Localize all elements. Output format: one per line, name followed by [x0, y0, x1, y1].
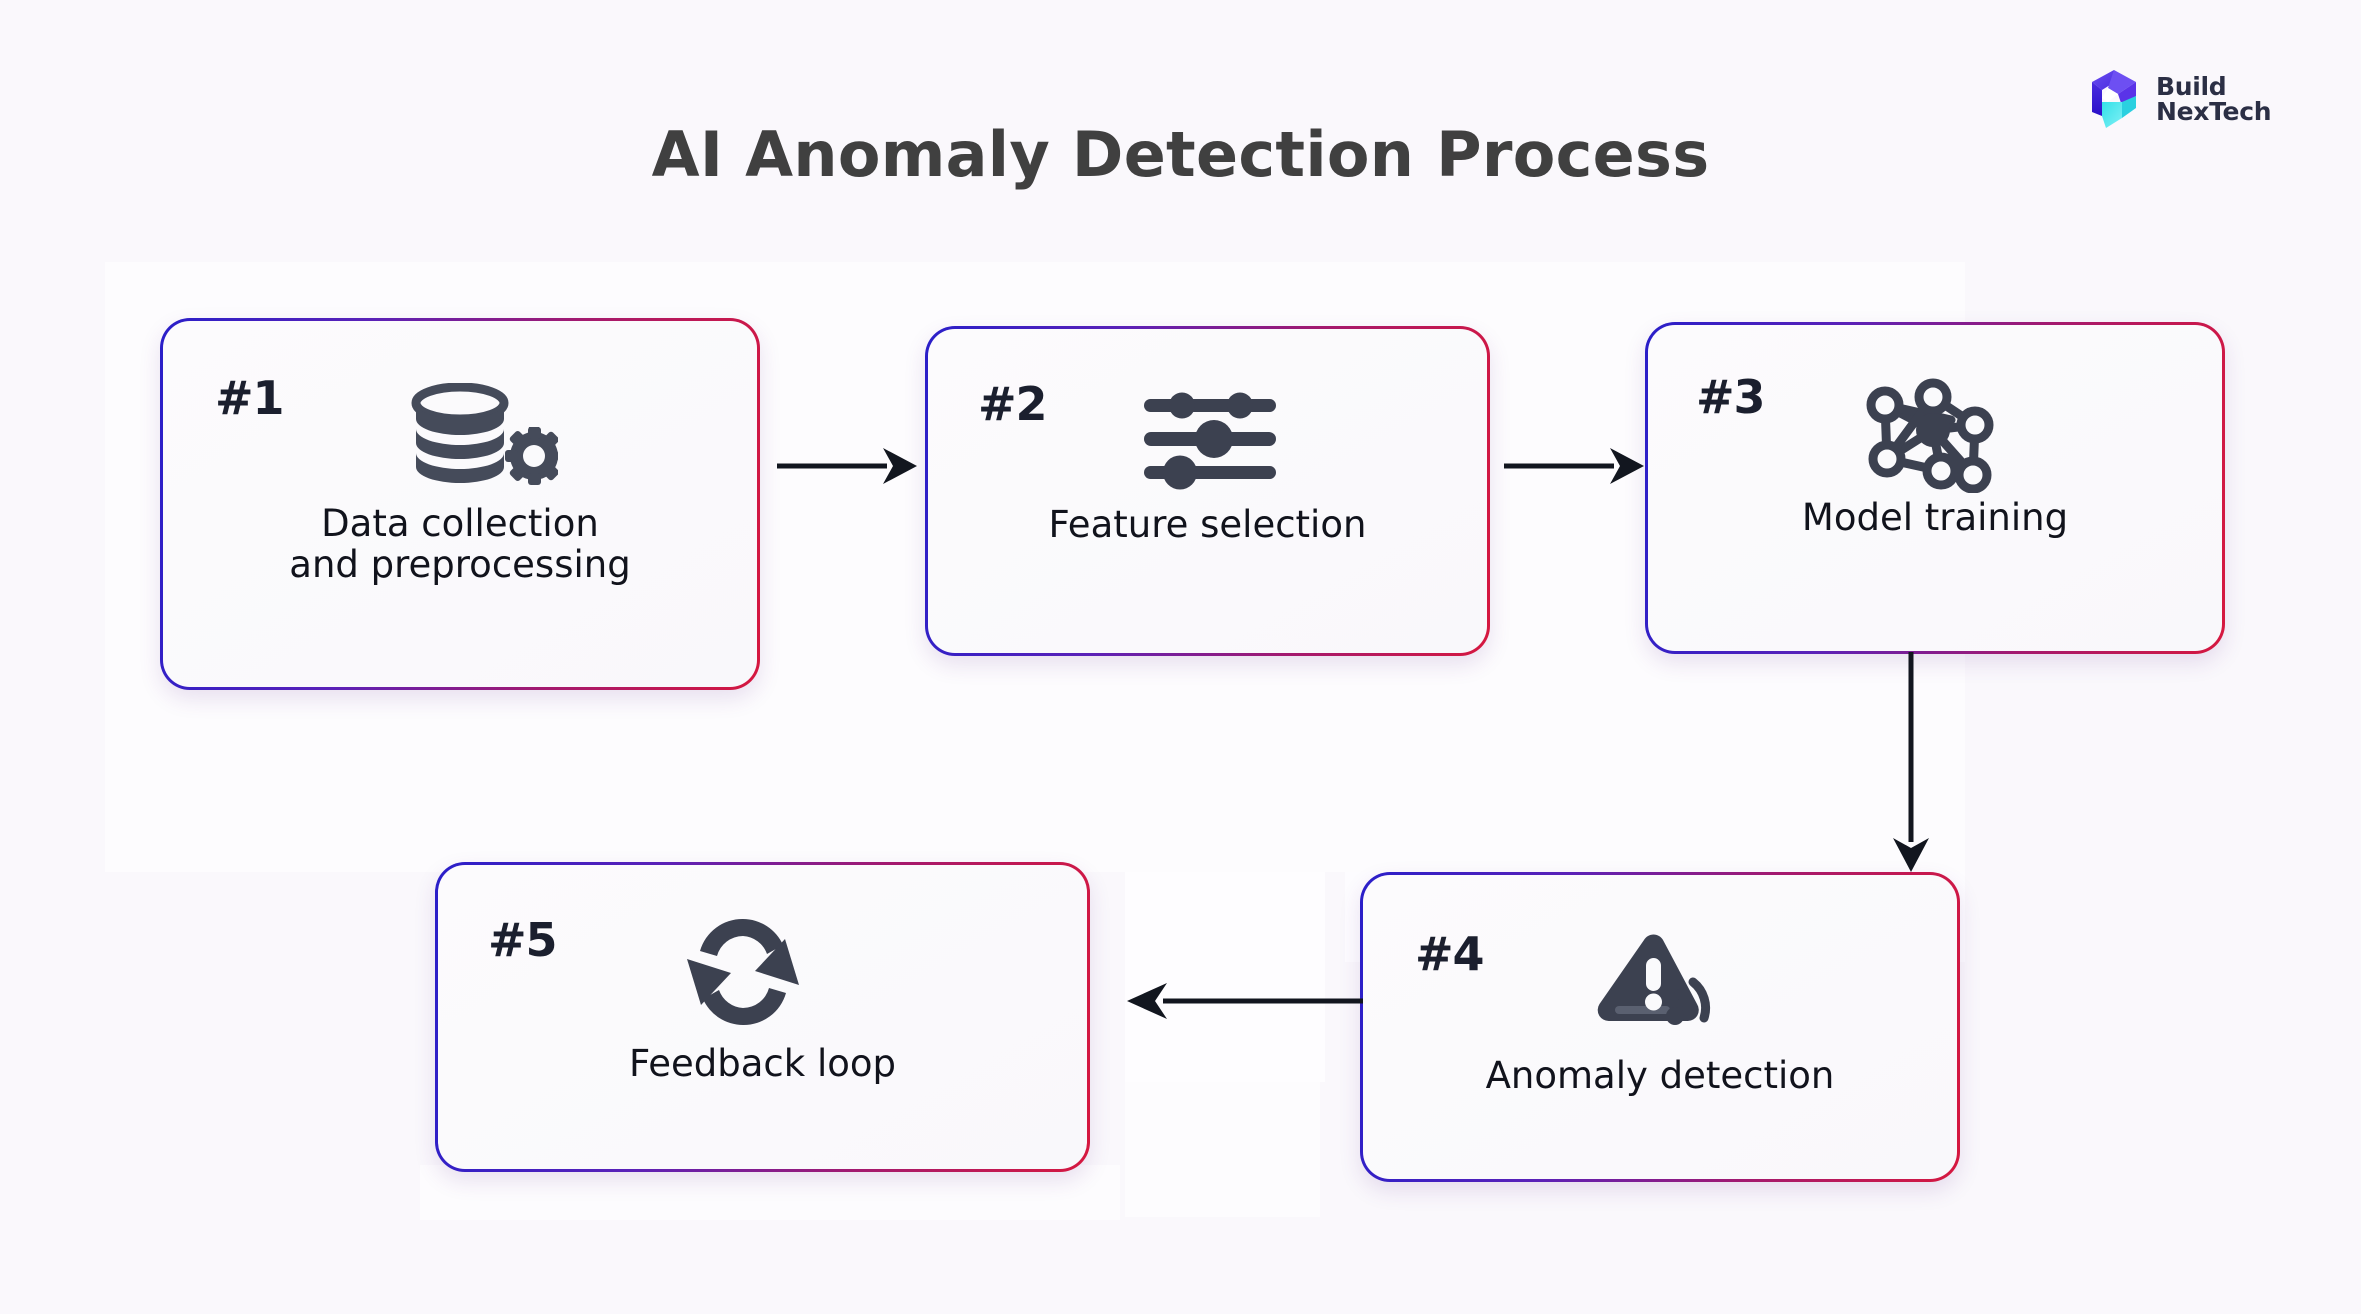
- arrow-step1-to-step2: [777, 448, 917, 484]
- alert-signal-icon: [1589, 930, 1729, 1044]
- arrow-step2-to-step3: [1504, 448, 1644, 484]
- step-number-4: #4: [1415, 927, 1485, 981]
- step-number-1: #1: [215, 371, 285, 425]
- page-title: AI Anomaly Detection Process: [651, 118, 1710, 191]
- sliders-icon: [1140, 387, 1280, 495]
- brand-logo-line2: NexTech: [2156, 97, 2272, 126]
- step-label-2: Feature selection: [1048, 503, 1367, 546]
- step-label-3: Model training: [1801, 496, 2069, 539]
- step-card-1[interactable]: #1: [160, 318, 760, 690]
- buildnextech-b-mark-icon: [2092, 70, 2136, 128]
- step-number-3: #3: [1696, 370, 1766, 424]
- background-panel-mid-a: [1125, 872, 1325, 1082]
- neural-network-icon: [1863, 375, 2003, 497]
- step-label-5: Feedback loop: [628, 1042, 896, 1085]
- step-card-4[interactable]: #4 Anomaly detection: [1360, 872, 1960, 1182]
- step-card-1-body: #1: [163, 321, 757, 687]
- step-card-5-body: #5 Feedback loop: [438, 865, 1087, 1169]
- arrow-step3-to-step4: [1893, 652, 1929, 872]
- step-label-1-line2: and preprocessing: [289, 543, 631, 587]
- refresh-loop-icon: [685, 913, 801, 1035]
- step-label-1: Data collection and preprocessing: [163, 503, 757, 586]
- arrow-step4-to-step5: [1127, 983, 1363, 1019]
- step-card-5[interactable]: #5 Feedback loop: [435, 862, 1090, 1172]
- step-number-2: #2: [978, 377, 1048, 431]
- brand-logo-text: Build NexTech: [2156, 71, 2272, 126]
- brand-logo-line1: Build: [2156, 71, 2227, 101]
- step-card-3-body: #3: [1648, 325, 2222, 651]
- step-card-3[interactable]: #3: [1645, 322, 2225, 654]
- step-label-1-line1: Data collection: [321, 502, 599, 545]
- background-panel-bottom: [420, 1165, 1120, 1220]
- step-label-4: Anomaly detection: [1485, 1054, 1835, 1097]
- step-number-5: #5: [488, 913, 558, 967]
- step-card-2-body: #2 Feature selection: [928, 329, 1487, 653]
- step-card-2[interactable]: #2 Feature selection: [925, 326, 1490, 656]
- brand-logo: Build NexTech: [2088, 68, 2272, 130]
- step-card-4-body: #4 Anomaly detection: [1363, 875, 1957, 1179]
- database-gear-icon: [408, 382, 559, 499]
- background-panel-mid-b: [1125, 1082, 1320, 1217]
